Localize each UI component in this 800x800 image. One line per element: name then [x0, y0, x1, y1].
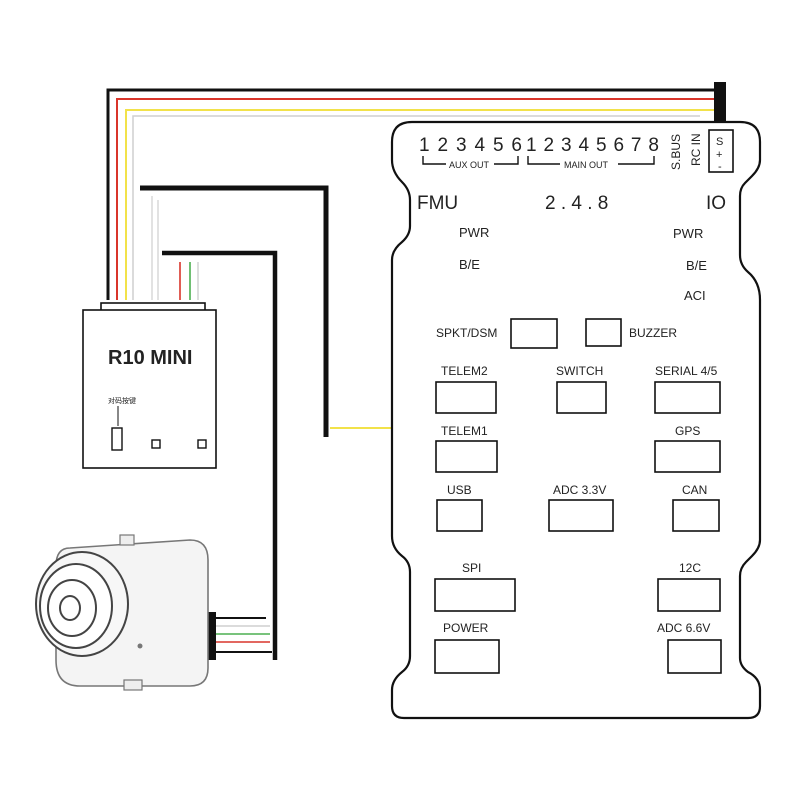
- io-be-label: B/E: [686, 258, 707, 273]
- main-out-label: MAIN OUT: [564, 160, 609, 170]
- receiver-led-2: [197, 439, 207, 449]
- spi-label: SPI: [462, 561, 481, 575]
- rcin-pin-s: S: [716, 136, 723, 148]
- spi-port[interactable]: [434, 578, 516, 612]
- usb-label: USB: [447, 483, 472, 497]
- version-label: 2 . 4 . 8: [545, 193, 608, 214]
- can-port[interactable]: [672, 499, 720, 532]
- flight-controller: 123456 12345678 AUX OUT MAIN OUT S.BUS R…: [390, 120, 762, 720]
- serial45-port[interactable]: [654, 381, 721, 414]
- can-label: CAN: [682, 483, 707, 497]
- buzzer-port[interactable]: [585, 318, 622, 347]
- usb-port[interactable]: [436, 499, 483, 532]
- io-aci-label: ACI: [684, 288, 706, 303]
- fmu-be-label: B/E: [459, 257, 480, 272]
- camera-lens: [59, 595, 81, 621]
- fmu-pwr-label: PWR: [459, 225, 489, 240]
- gps-label: GPS: [675, 424, 700, 438]
- adc66-label: ADC 6.6V: [657, 621, 710, 635]
- controller-outline: [390, 120, 762, 720]
- power-port[interactable]: [434, 639, 500, 674]
- receiver-bind-button[interactable]: [111, 427, 123, 451]
- rcin-pin-minus: -: [718, 161, 722, 173]
- receiver-bind-label: 对码按键: [108, 396, 136, 405]
- rcin-port[interactable]: [708, 129, 734, 173]
- i2c-label: 12C: [679, 561, 701, 575]
- sbus-label: S.BUS: [669, 134, 683, 170]
- telem2-label: TELEM2: [441, 364, 488, 378]
- io-pwr-label: PWR: [673, 226, 703, 241]
- spkt-port[interactable]: [510, 318, 558, 349]
- rcin-connector-plug: [714, 82, 726, 122]
- buzzer-label: BUZZER: [629, 326, 677, 340]
- i2c-port[interactable]: [657, 578, 721, 612]
- spkt-label: SPKT/DSM: [436, 326, 497, 340]
- io-label: IO: [706, 193, 726, 214]
- rcin-pin-plus: +: [716, 149, 722, 161]
- receiver-body: [82, 309, 217, 469]
- adc66-port[interactable]: [667, 639, 722, 674]
- telem2-port[interactable]: [435, 381, 497, 414]
- telem1-port[interactable]: [435, 440, 498, 473]
- adc33-label: ADC 3.3V: [553, 483, 606, 497]
- camera-wire-bundle: [162, 250, 278, 660]
- adc33-port[interactable]: [548, 499, 614, 532]
- serial45-label: SERIAL 4/5: [655, 364, 718, 378]
- power-label: POWER: [443, 621, 489, 635]
- receiver-name: R10 MINI: [108, 347, 192, 369]
- switch-label: SWITCH: [556, 364, 603, 378]
- switch-port[interactable]: [556, 381, 607, 414]
- gps-port[interactable]: [654, 440, 721, 473]
- rcin-wire-bundle: [106, 82, 726, 300]
- fmu-label: FMU: [417, 193, 458, 214]
- telem1-label: TELEM1: [441, 424, 488, 438]
- rcin-label: RC IN: [689, 133, 703, 166]
- receiver-module: R10 MINI 对码按键: [82, 302, 217, 469]
- receiver-led-1: [151, 439, 161, 449]
- fpv-camera: [35, 534, 216, 691]
- aux-out-label: AUX OUT: [449, 160, 490, 170]
